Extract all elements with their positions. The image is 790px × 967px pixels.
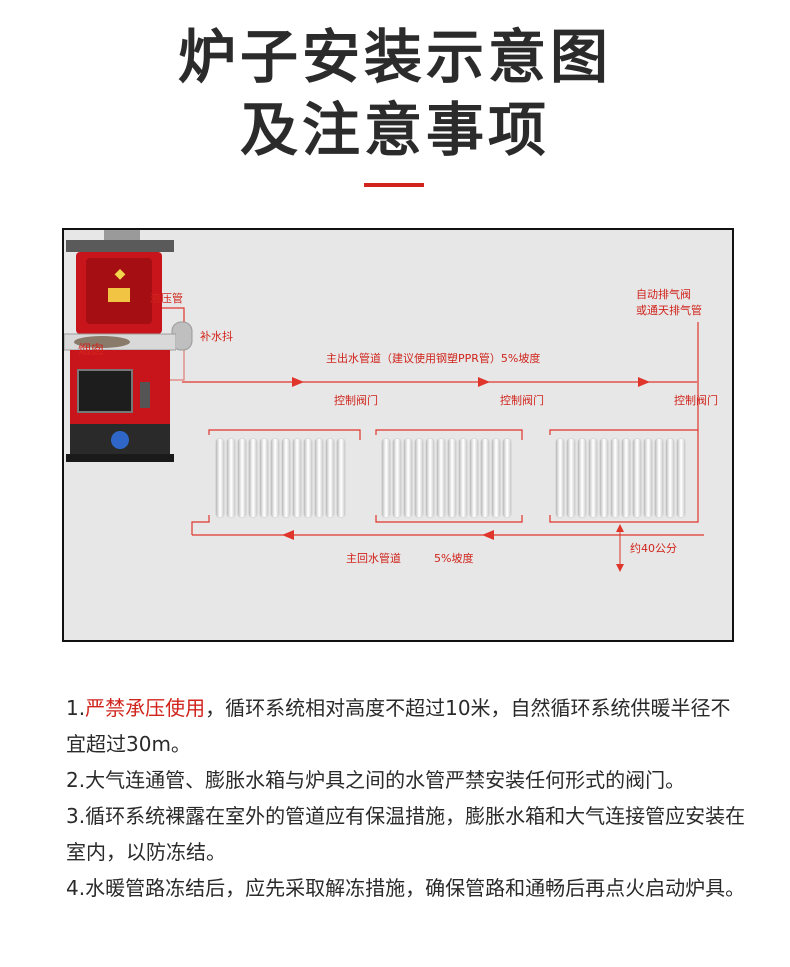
note-item-1: 1.严禁承压使用，循环系统相对高度不超过10米，自然循环系统供暖半径不宜超过30… — [66, 690, 746, 762]
note-number: 4. — [66, 876, 85, 900]
chimney-label: 烟囱 — [78, 344, 104, 358]
note-item-2: 2.大气连通管、膨胀水箱与炉具之间的水管严禁安装任何形式的阀门。 — [66, 762, 746, 798]
note-number: 1. — [66, 696, 85, 720]
note-text: 大气连通管、膨胀水箱与炉具之间的水管严禁安装任何形式的阀门。 — [85, 768, 685, 792]
hydraulic-pipe-label: 液压管 — [150, 292, 183, 306]
height-label: 约40公分 — [630, 542, 677, 556]
control-valve-label-1: 控制阀门 — [334, 394, 378, 408]
installation-diagram: ◆ 烟囱 液压管 补水抖 自动排气阀 或通天排气管 主出水管道（建议使用钢塑PP… — [62, 228, 734, 642]
control-valve-label-3: 控制阀门 — [674, 394, 718, 408]
notes-list: 1.严禁承压使用，循环系统相对高度不超过10米，自然循环系统供暖半径不宜超过30… — [66, 690, 746, 906]
note-number: 3. — [66, 804, 85, 828]
note-item-3: 3.循环系统裸露在室外的管道应有保温措施，膨胀水箱和大气连接管应安装在室内，以防… — [66, 798, 746, 870]
auto-vent-label-2: 或通天排气管 — [636, 304, 702, 318]
radiator-1 — [212, 437, 358, 519]
auto-vent-label-1: 自动排气阀 — [636, 288, 691, 302]
radiator-2 — [378, 437, 522, 519]
title-line-2: 及注意事项 — [0, 95, 790, 165]
note-number: 2. — [66, 768, 85, 792]
note-text: 水暖管路冻结后，应先采取解冻措施，确保管路和通畅后再点火启动炉具。 — [85, 876, 745, 900]
main-supply-label: 主出水管道（建议使用钢塑PPR管）5%坡度 — [326, 352, 540, 366]
refill-tank-label: 补水抖 — [200, 330, 233, 344]
note-highlight: 严禁承压使用 — [85, 696, 205, 720]
control-valve-label-2: 控制阀门 — [500, 394, 544, 408]
title-line-1: 炉子安装示意图 — [0, 22, 790, 92]
title-divider — [364, 183, 424, 187]
svg-text:◆: ◆ — [115, 266, 126, 282]
return-slope-label: 5%坡度 — [434, 552, 473, 566]
radiator-3 — [552, 437, 696, 519]
note-text: 循环系统裸露在室外的管道应有保温措施，膨胀水箱和大气连接管应安装在室内，以防冻结… — [66, 804, 745, 864]
note-item-4: 4.水暖管路冻结后，应先采取解冻措施，确保管路和通畅后再点火启动炉具。 — [66, 870, 746, 906]
main-return-label: 主回水管道 — [346, 552, 401, 566]
